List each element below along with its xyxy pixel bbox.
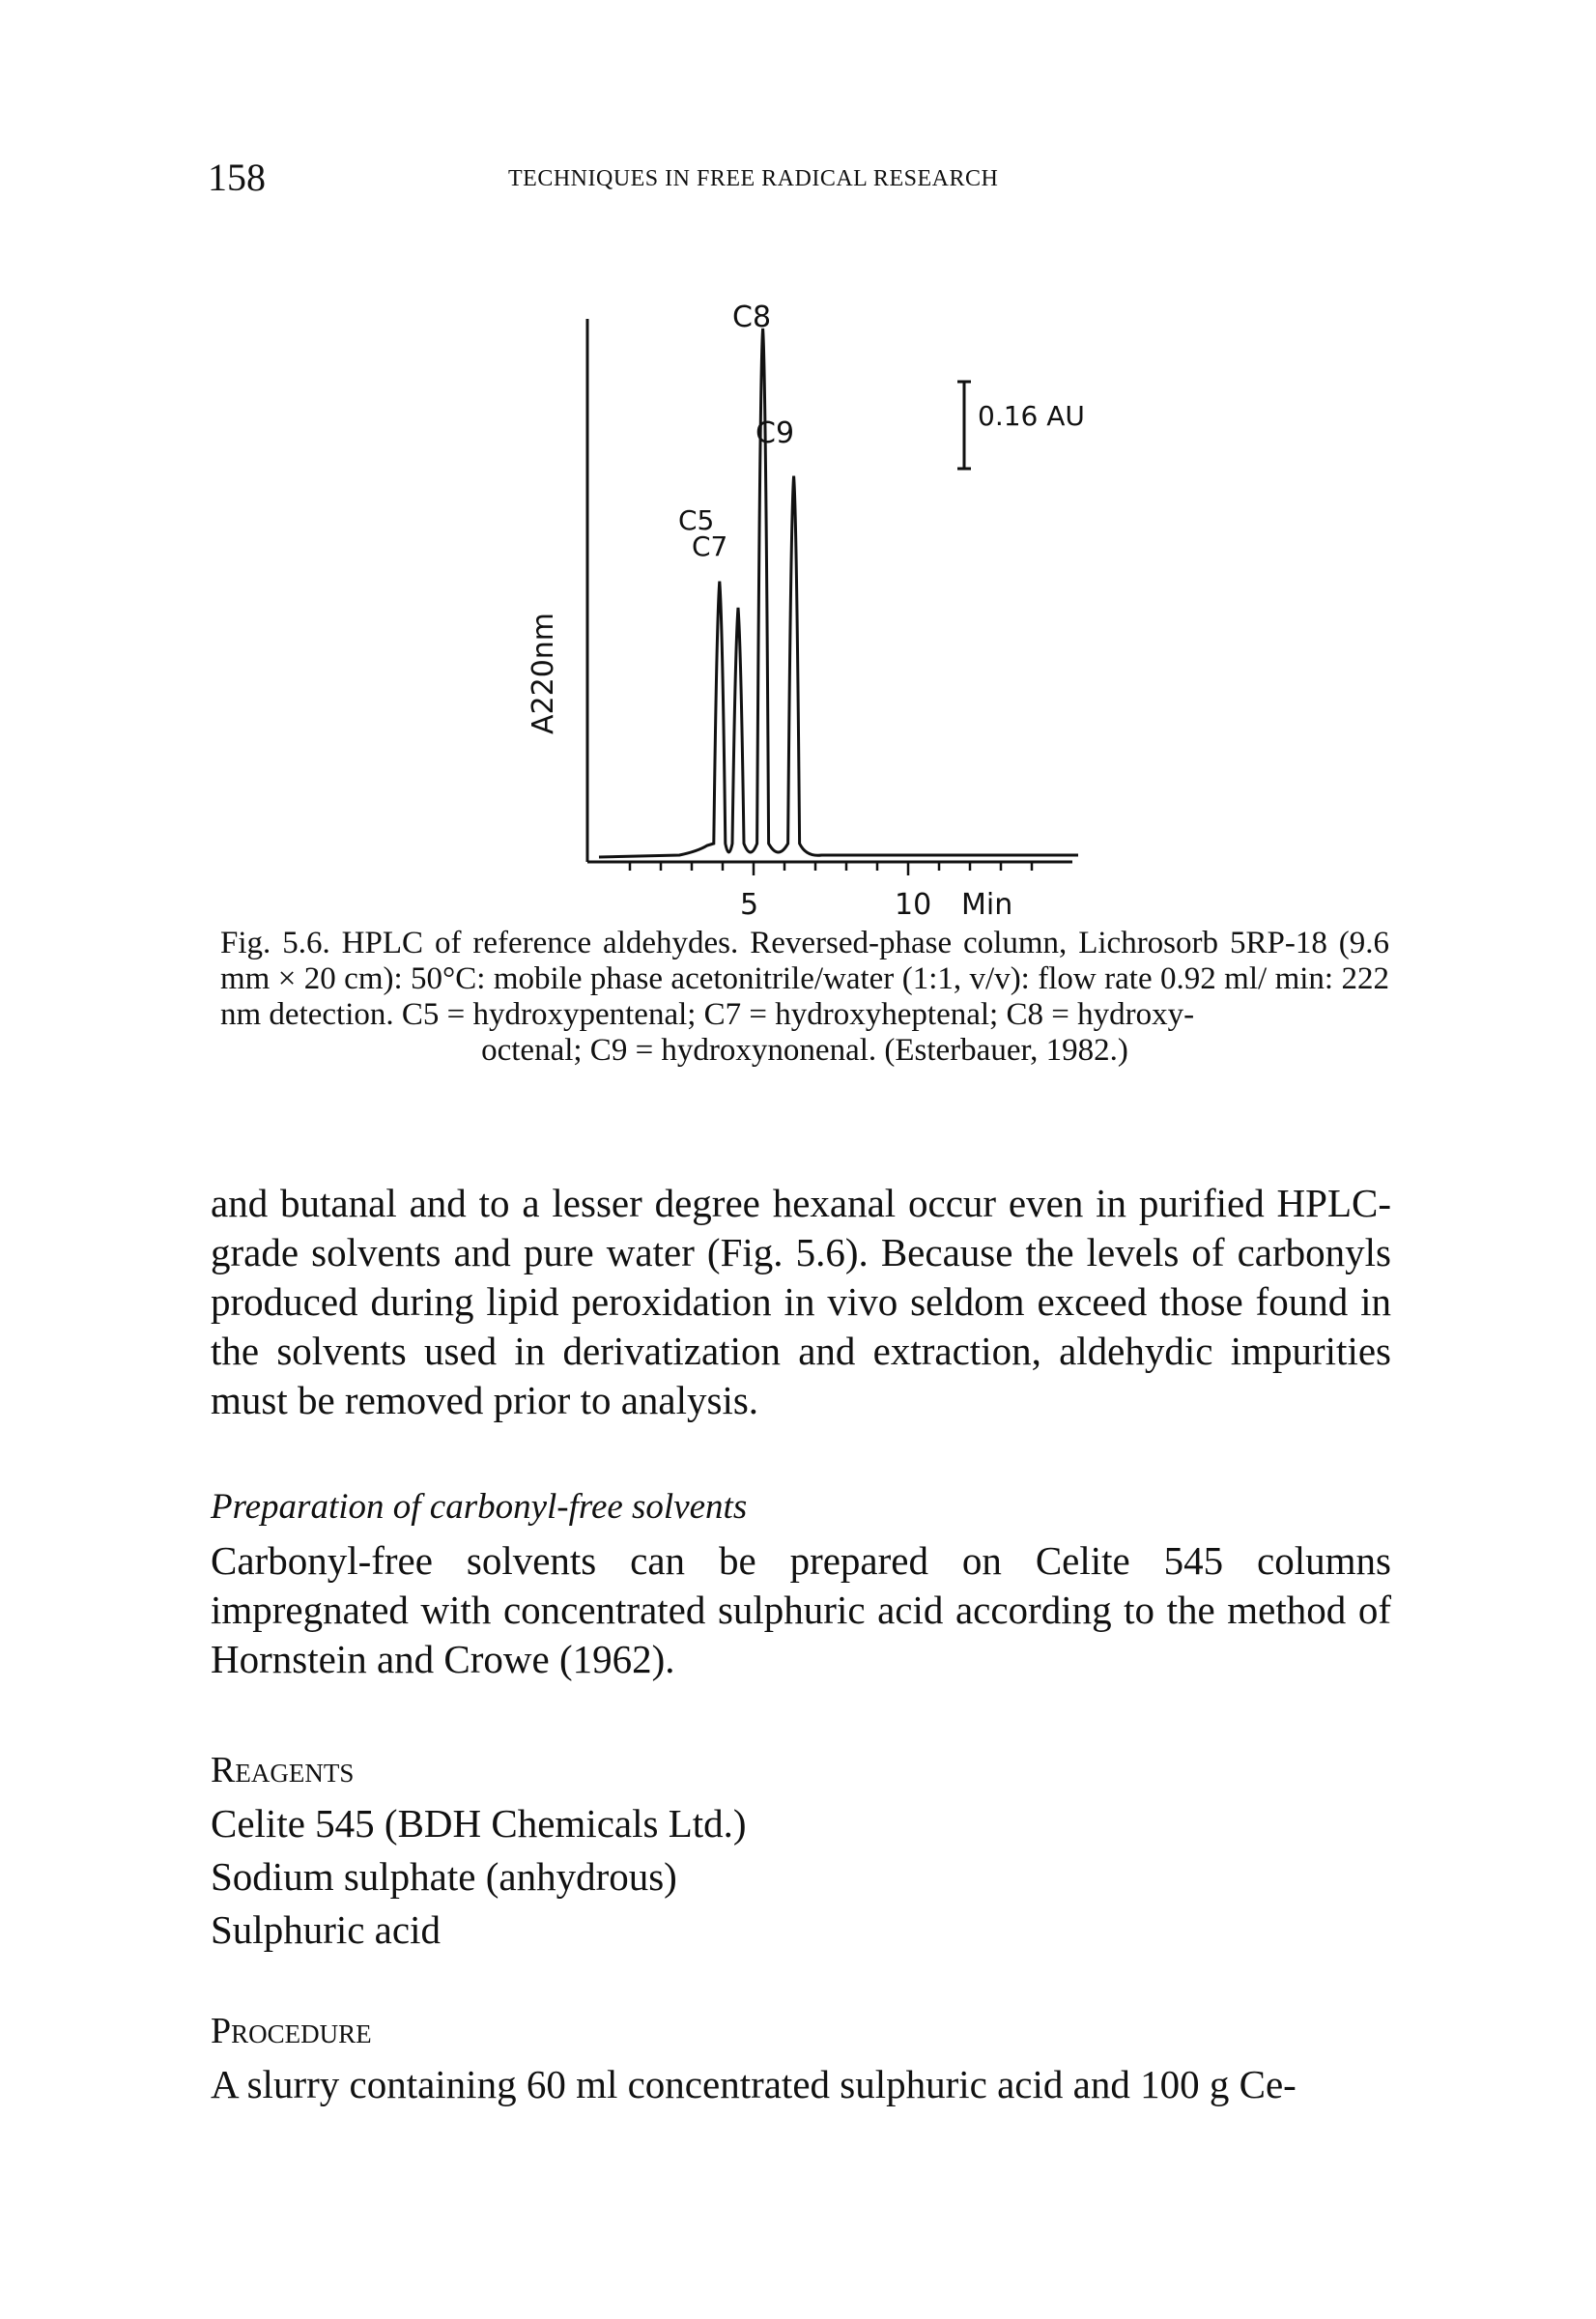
- figure-caption: Fig. 5.6. HPLC of reference aldehydes. R…: [220, 926, 1389, 1069]
- hplc-chromatogram-figure: A220nm C8 C9 C5 C7 0.16 AU 5 10 Min: [527, 301, 1085, 922]
- x-axis-ticks: [628, 862, 1034, 875]
- procedure-heading: Procedure: [211, 2011, 372, 2051]
- y-axis-label: A220nm: [527, 613, 560, 734]
- figure-caption-text: Fig. 5.6. HPLC of reference aldehydes. R…: [220, 926, 1389, 1032]
- x-tick-label-10: 10: [895, 888, 931, 922]
- peak-label-c5: C5: [678, 504, 714, 536]
- body-paragraph-2: Carbonyl-free solvents can be prepared o…: [211, 1538, 1391, 1681]
- chromatogram-trace: [598, 328, 1078, 859]
- peak-label-c7: C7: [692, 530, 727, 562]
- reagents-heading: Reagents: [211, 1750, 355, 1790]
- running-head: TECHNIQUES IN FREE RADICAL RESEARCH: [508, 166, 999, 191]
- peak-label-c9: C9: [755, 416, 794, 450]
- reagent-item: Sulphuric acid: [211, 1907, 441, 1952]
- x-axis-unit: Min: [961, 888, 1012, 922]
- reagent-item: Celite 545 (BDH Chemicals Ltd.): [211, 1801, 747, 1846]
- page-number: 158: [208, 156, 266, 199]
- peak-label-c8: C8: [732, 301, 771, 334]
- figure-caption-last-line: octenal; C9 = hydroxynonenal. (Esterbaue…: [481, 1033, 1128, 1068]
- section-title: Preparation of carbonyl-free solvents: [211, 1487, 748, 1527]
- body-paragraph-1: and butanal and to a lesser degree hexan…: [211, 1181, 1391, 1422]
- reagents-list: Celite 545 (BDH Chemicals Ltd.) Sodium s…: [211, 1797, 1370, 1957]
- scale-bar-label: 0.16 AU: [978, 400, 1085, 432]
- body-paragraph-3: A slurry containing 60 ml concentrated s…: [211, 2062, 1297, 2106]
- reagent-item: Sodium sulphate (anhydrous): [211, 1854, 677, 1899]
- x-tick-label-5: 5: [740, 888, 758, 922]
